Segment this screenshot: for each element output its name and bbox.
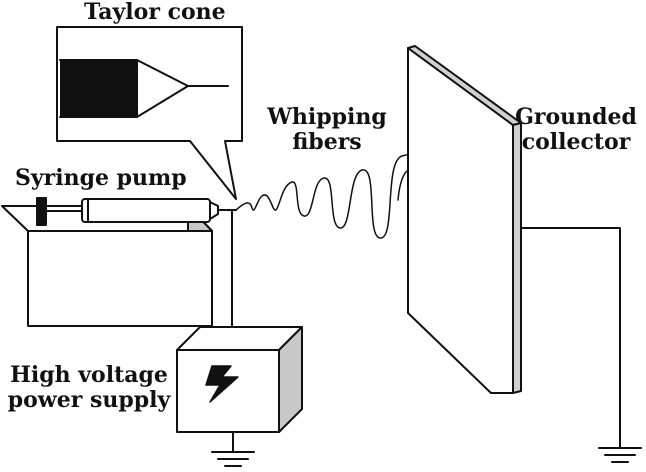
high-voltage-label: High voltage power supply [4, 363, 174, 413]
grounded-collector-line2: collector [521, 129, 631, 155]
power-supply-box [176, 326, 303, 433]
whipping-fibers-line1: Whipping [267, 104, 387, 130]
whipping-fiber-path [235, 154, 430, 253]
syringe-pump-label: Syringe pump [15, 165, 187, 191]
grounded-collector-line1: Grounded [515, 104, 637, 130]
high-voltage-line1: High voltage [10, 362, 168, 388]
grounded-collector-plate [407, 45, 522, 394]
whipping-fibers-label: Whipping fibers [264, 105, 390, 155]
lightning-bolt-icon [205, 365, 239, 403]
whipping-fibers-line2: fibers [292, 129, 362, 155]
syringe [36, 197, 237, 226]
taylor-cone-callout [56, 26, 243, 200]
ground-icon [598, 447, 642, 463]
high-voltage-line2: power supply [7, 387, 171, 413]
grounded-collector-label: Grounded collector [508, 105, 644, 155]
ground-icon [211, 451, 255, 467]
syringe-pump-box [1, 205, 213, 327]
wires [231, 209, 621, 453]
taylor-cone-label: Taylor cone [84, 0, 226, 25]
